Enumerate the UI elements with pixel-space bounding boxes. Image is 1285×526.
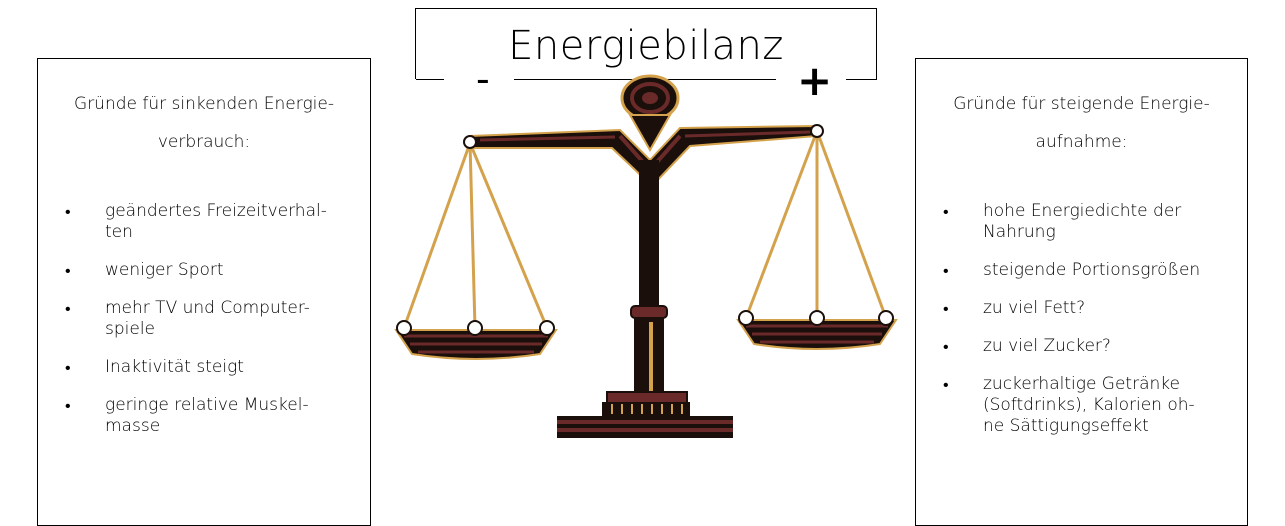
right-reasons-panel: Gründe für steigende Energie- aufnahme: … bbox=[915, 58, 1248, 526]
list-item-line: geändertes Freizeitverhal- bbox=[105, 201, 327, 221]
scale-beam bbox=[463, 124, 824, 188]
plus-sign: + bbox=[797, 56, 833, 105]
list-item-line: ne Sättigungseffekt bbox=[983, 416, 1149, 436]
right-reasons-list: hohe Energiedichte der Nahrung steigende… bbox=[916, 201, 1237, 454]
list-item: geändertes Freizeitverhal- ten bbox=[38, 201, 360, 243]
left-heading-line-1: Gründe für sinkenden Energie- bbox=[74, 94, 334, 114]
scale-base bbox=[557, 391, 733, 438]
balance-scale-icon bbox=[394, 74, 898, 438]
list-item: weniger Sport bbox=[38, 260, 360, 281]
list-item-line: Nahrung bbox=[983, 222, 1056, 242]
scale-left-strings bbox=[402, 142, 549, 329]
minus-sign: - bbox=[476, 57, 490, 101]
scale-left-pan bbox=[394, 320, 558, 360]
left-heading-line-2: verbrauch: bbox=[157, 132, 251, 152]
list-item: steigende Portionsgrößen bbox=[916, 260, 1237, 281]
list-item-line: geringe relative Muskel- bbox=[105, 395, 309, 415]
list-item-line: masse bbox=[105, 416, 161, 436]
list-item-line: mehr TV und Computer- bbox=[105, 298, 310, 318]
scale-right-pan bbox=[736, 310, 898, 350]
left-reasons-list: geändertes Freizeitverhal- ten weniger S… bbox=[38, 201, 360, 454]
right-panel-heading: Gründe für steigende Energie- aufnahme: bbox=[916, 85, 1247, 161]
list-item: zu viel Fett? bbox=[916, 298, 1237, 319]
list-item: zu viel Zucker? bbox=[916, 336, 1237, 357]
scale-pillar bbox=[630, 160, 668, 396]
right-heading-line-2: aufnahme: bbox=[1035, 132, 1128, 152]
left-panel-heading: Gründe für sinkenden Energie- verbrauch: bbox=[38, 85, 370, 161]
list-item: geringe relative Muskel- masse bbox=[38, 395, 360, 437]
list-item-line: weniger Sport bbox=[105, 260, 224, 280]
page-title: Energiebilanz bbox=[508, 23, 784, 69]
list-item: Inaktivität steigt bbox=[38, 357, 360, 378]
right-heading-line-1: Gründe für steigende Energie- bbox=[953, 94, 1210, 114]
list-item-line: Inaktivität steigt bbox=[105, 357, 244, 377]
list-item-line: ten bbox=[105, 222, 133, 242]
list-item-line: zu viel Zucker? bbox=[983, 336, 1111, 356]
list-item: hohe Energiedichte der Nahrung bbox=[916, 201, 1237, 243]
list-item-line: zu viel Fett? bbox=[983, 298, 1086, 318]
list-item: zuckerhaltige Getränke (Softdrinks), Kal… bbox=[916, 374, 1237, 437]
list-item-line: zuckerhaltige Getränke bbox=[983, 374, 1180, 394]
scale-right-strings bbox=[744, 130, 888, 319]
list-item-line: (Softdrinks), Kalorien oh- bbox=[983, 395, 1195, 415]
title-box-underline-right bbox=[846, 79, 877, 80]
title-box-underline-left bbox=[416, 79, 444, 80]
scale-top-ornament bbox=[620, 74, 680, 153]
list-item-line: spiele bbox=[105, 319, 156, 339]
left-reasons-panel: Gründe für sinkenden Energie- verbrauch:… bbox=[37, 58, 371, 526]
list-item-line: steigende Portionsgrößen bbox=[983, 260, 1201, 280]
list-item: mehr TV und Computer- spiele bbox=[38, 298, 360, 340]
list-item-line: hohe Energiedichte der bbox=[983, 201, 1182, 221]
